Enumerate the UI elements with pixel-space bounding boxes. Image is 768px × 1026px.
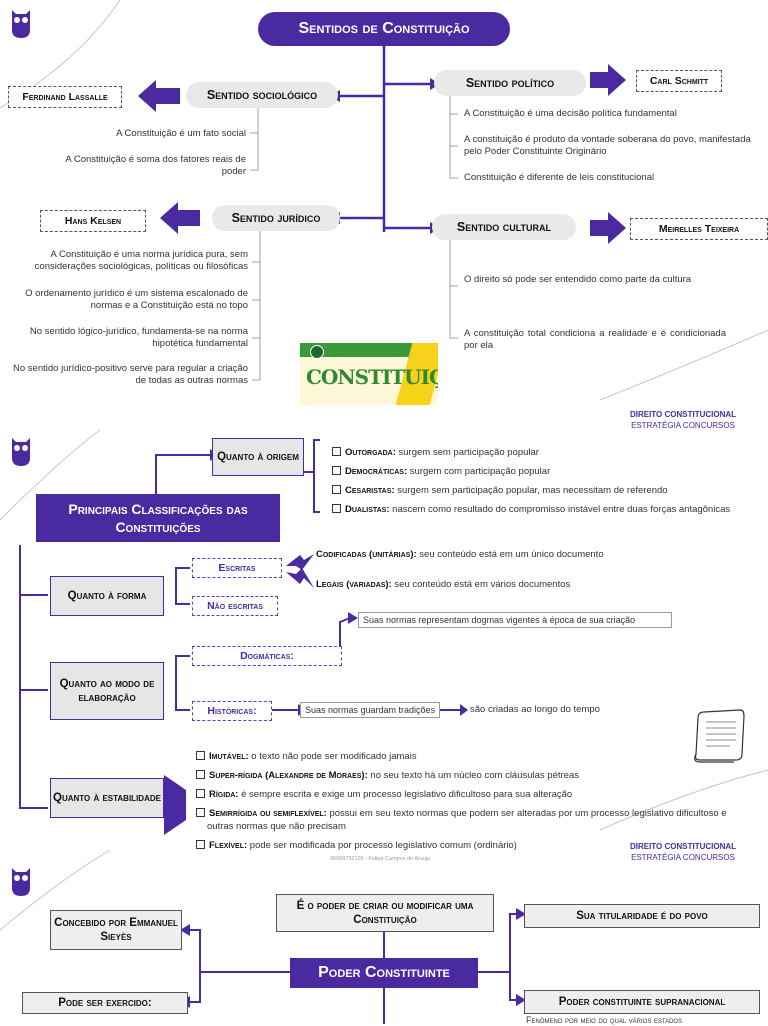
constitution-book-image: CONSTITUIÇÃO — [300, 343, 438, 405]
estabilidade-item-1: Imutável: o texto não pode ser modificad… — [196, 750, 736, 763]
book-title-text: CONSTITUIÇÃO — [306, 365, 438, 389]
sociologico-item-2: A Constituição é soma dos fatores reais … — [50, 154, 246, 178]
estabilidade-item-2: Super-rígida (Alexandre de Moraes): no s… — [196, 769, 736, 782]
author-lassalle: Ferdinand Lassalle — [8, 86, 122, 108]
author-schmitt: Carl Schmitt — [636, 70, 722, 92]
cultural-item-2: A constituição total condiciona a realid… — [464, 328, 726, 352]
watermark-text: 05069792105 - Felipe Campos de Araujo — [330, 856, 430, 862]
origem-item-3: Cesaristas: surgem sem participação popu… — [332, 484, 768, 503]
definicao-box: É o poder de criar ou modificar uma Cons… — [276, 894, 494, 932]
juridico-item-3: No sentido lógico-jurídico, fundamenta-s… — [12, 326, 248, 350]
estabilidade-list: Imutável: o texto não pode ser modificad… — [196, 750, 736, 852]
supranacional-box: Poder constituinte supranacional — [524, 990, 760, 1014]
legais-text: Legais (variadas): seu conteúdo está em … — [316, 578, 756, 591]
origem-item-2: Democráticas: surgem com participação po… — [332, 465, 768, 484]
quanto-estabilidade: Quanto à estabilidade — [50, 778, 164, 818]
author-kelsen: Hans Kelsen — [40, 210, 146, 232]
sociologico-item-1: A Constituição é um fato social — [60, 128, 246, 140]
footer-brand: ESTRATÉGIA CONCURSOS — [618, 853, 748, 862]
concebido-box: Concebido por Emmanuel Sieyès — [50, 910, 182, 950]
historicas-desc: Suas normas guardam tradições — [300, 702, 440, 718]
historicas-desc-2: são criadas ao longo do tempo — [470, 704, 670, 716]
panel3-title: Poder Constituinte — [290, 958, 478, 988]
sentido-sociologico: Sentido sociológico — [186, 82, 338, 108]
dogmaticas-desc: Suas normas representam dogmas vigentes … — [358, 612, 672, 628]
quanto-forma: Quanto à forma — [50, 576, 164, 616]
origem-item-1: Outorgada: surgem sem participação popul… — [332, 446, 768, 465]
panel2-title: Principais Classificações das Constituiç… — [36, 494, 280, 542]
author-meirelles: Meirelles Teixeira — [630, 218, 768, 240]
supranacional-desc: Fenômeno por meio do qual vários estados — [526, 1014, 758, 1026]
juridico-item-1: A Constituição é uma norma jurídica pura… — [12, 249, 248, 273]
exercido-box: Pode ser exercido: — [22, 992, 188, 1014]
titularidade-box: Sua titularidade é do povo — [524, 904, 760, 928]
owl-logo-icon — [10, 436, 32, 468]
quanto-origem: Quanto à origem — [212, 438, 304, 476]
politico-item-2: A constituição é produto da vontade sobe… — [464, 134, 756, 158]
escritas-box: Escritas — [192, 558, 282, 578]
politico-item-3: Constituição é diferente de leis constit… — [464, 172, 744, 184]
panel1-title: Sentidos de Constituição — [258, 12, 510, 46]
historicas-box: Históricas: — [192, 701, 272, 721]
dogmaticas-box: Dogmáticas: — [192, 646, 342, 666]
owl-logo-icon — [10, 866, 32, 898]
footer-brand: ESTRATÉGIA CONCURSOS — [618, 421, 748, 430]
juridico-item-4: No sentido jurídico-positivo serve para … — [12, 363, 248, 387]
nao-escritas-box: Não escritas — [192, 596, 278, 616]
politico-item-1: A Constituição é uma decisão política fu… — [464, 108, 744, 120]
estabilidade-item-4: Semirrígida ou semiflexível: possui em s… — [196, 807, 736, 833]
quanto-elaboracao: Quanto ao modo de elaboração — [50, 662, 164, 720]
origem-list: Outorgada: surgem sem participação popul… — [332, 446, 768, 522]
cultural-item-1: O direito só pode ser entendido como par… — [464, 274, 724, 286]
sentido-juridico: Sentido jurídico — [212, 205, 340, 231]
owl-logo-icon — [10, 8, 32, 40]
footer-subject: DIREITO CONSTITUCIONAL — [618, 410, 748, 419]
footer-subject: DIREITO CONSTITUCIONAL — [618, 842, 748, 851]
sentido-politico: Sentido político — [434, 70, 586, 96]
estabilidade-item-3: Rígida: é sempre escrita e exige um proc… — [196, 788, 736, 801]
juridico-item-2: O ordenamento jurídico é um sistema esca… — [4, 288, 248, 312]
sentido-cultural: Sentido cultural — [432, 214, 576, 240]
origem-item-4: Dualistas: nascem como resultado do comp… — [332, 503, 768, 522]
codificadas-text: Codificadas (unitárias): seu conteúdo es… — [316, 548, 756, 561]
